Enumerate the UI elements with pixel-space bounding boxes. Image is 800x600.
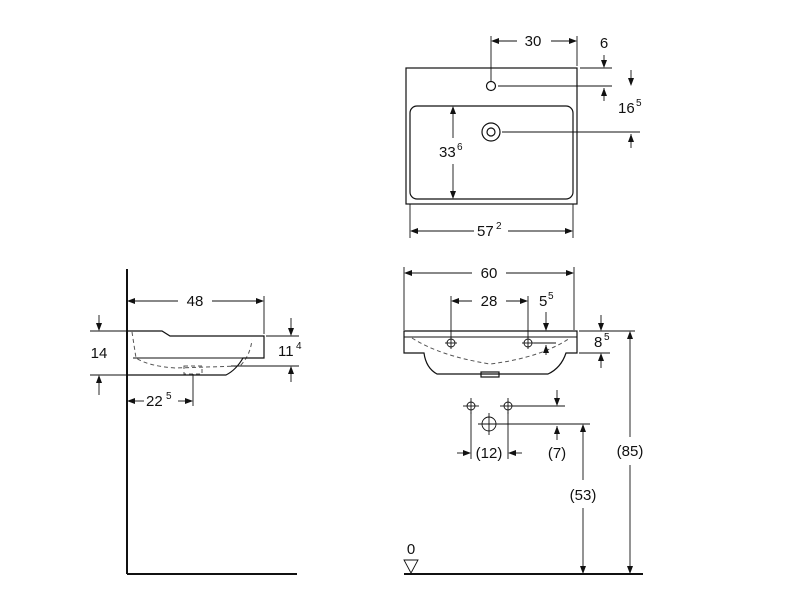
dim-28-label: 28 — [481, 293, 498, 310]
front-bowl-hidden — [411, 337, 571, 365]
drain-outer — [481, 122, 501, 142]
dim-30-label: 30 — [525, 33, 542, 50]
floor-zero-triangle — [403, 559, 419, 574]
dim-48-label: 48 — [187, 293, 204, 310]
basin-outline — [405, 67, 578, 205]
floor-zero-label: 0 — [407, 541, 415, 558]
drain-inner — [486, 127, 496, 137]
dim-16-sup: 5 — [636, 98, 642, 109]
side-view: 48 14 11 4 22 5 — [90, 269, 302, 575]
dim-14-label: 14 — [91, 345, 108, 362]
tap-hole — [485, 80, 497, 92]
dim-53-label: (53) — [570, 487, 597, 504]
front-drain — [480, 371, 500, 378]
dim-8-label: 8 — [594, 334, 602, 351]
dim-8-sup: 5 — [604, 332, 610, 343]
dim-33-sup: 6 — [457, 142, 463, 153]
bowl-hidden-line — [131, 331, 253, 369]
basin-bowl — [409, 105, 574, 200]
dim-85-label: (85) — [617, 443, 644, 460]
dim-22-label: 22 — [146, 393, 163, 410]
dim-11-label: 11 — [278, 343, 294, 360]
dim-57-label: 57 — [477, 223, 494, 240]
basin-front-profile — [403, 330, 578, 375]
top-view: 30 6 16 5 33 6 57 2 — [405, 33, 642, 240]
front-tap-marker-left — [445, 337, 457, 349]
dim-7-label: (7) — [548, 445, 566, 462]
dim-57-sup: 2 — [496, 221, 502, 232]
dim-6-label: 6 — [600, 35, 608, 52]
dim-11-sup: 4 — [296, 341, 302, 352]
dim-5-label: 5 — [539, 293, 547, 310]
dim-33-label: 33 — [439, 144, 456, 161]
dim-5-sup: 5 — [548, 291, 554, 302]
basin-side-profile — [127, 330, 265, 376]
dim-16-label: 16 — [618, 100, 635, 117]
mount-marker-left — [463, 398, 479, 414]
dim-22-sup: 5 — [166, 391, 172, 402]
mount-marker-center — [478, 413, 500, 435]
front-tap-marker-right — [522, 337, 534, 349]
dim-60-label: 60 — [481, 265, 498, 282]
front-view: 60 28 5 5 8 5 — [403, 265, 644, 575]
dim-12-label: (12) — [476, 445, 503, 462]
